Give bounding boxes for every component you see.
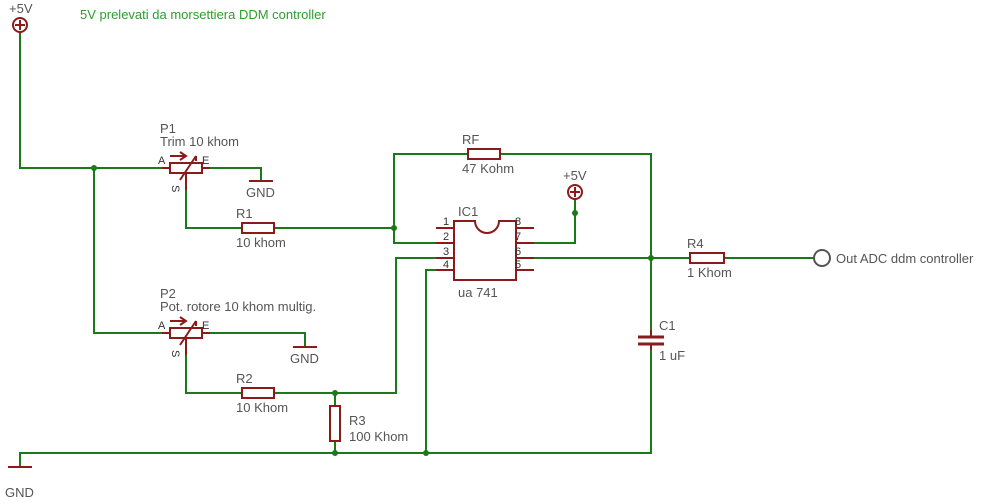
capacitor-c1: C1 1 uF [638, 318, 685, 363]
ic1-pin-4: 4 [443, 259, 449, 271]
wire-pin4 [425, 269, 437, 454]
wire-p2-wiper [185, 354, 243, 394]
p2-pin-e: E [202, 320, 209, 332]
ground-symbol-p1: GND [246, 180, 275, 200]
junction-pin4-gnd [423, 450, 429, 456]
ic1-pin-6: 6 [515, 246, 521, 258]
r1-name: R1 [236, 206, 253, 221]
p1-pin-a: A [158, 155, 166, 167]
ic1-opamp: IC1 ua 741 1 2 3 4 8 7 6 5 [436, 204, 534, 300]
resistor-r3: R3 100 Khom [329, 405, 408, 444]
ground-symbol-main: GND [5, 466, 34, 500]
wire-p2-gnd [209, 332, 306, 348]
wire-p1-wiper [185, 189, 243, 229]
p1-pin-e: E [202, 155, 209, 167]
wire-pin7 [519, 212, 576, 244]
p2-value: Pot. rotore 10 khom multig. [160, 299, 316, 314]
junction-inverting [391, 225, 397, 231]
junctions [91, 165, 654, 456]
wire-supply-rail [19, 32, 163, 169]
wire-rf-left [393, 153, 469, 229]
c1-value: 1 uF [659, 348, 685, 363]
p2-name: P2 [160, 286, 176, 301]
junction-r3-gnd [332, 450, 338, 456]
wire-rf-right [499, 153, 652, 259]
ground-label-main: GND [5, 485, 34, 500]
output-terminal: Out ADC ddm controller [813, 249, 974, 267]
r3-value: 100 Khom [349, 429, 408, 444]
ground-label-p1: GND [246, 185, 275, 200]
ground-label-p2: GND [290, 351, 319, 366]
wire-pin2 [393, 227, 437, 244]
supply-symbol-1: +5V [9, 1, 33, 33]
title-note: 5V prelevati da morsettiera DDM controll… [80, 7, 326, 22]
p2-pin-a: A [158, 320, 166, 332]
wire-pin3 [334, 257, 437, 394]
resistor-r2: R2 10 Khom [236, 371, 288, 415]
r3-name: R3 [349, 413, 366, 428]
supply-label-2: +5V [563, 168, 587, 183]
r2-value: 10 Khom [236, 400, 288, 415]
p1-value: Trim 10 khom [160, 134, 239, 149]
ground-symbol-p2: GND [290, 346, 319, 366]
r4-value: 1 Khom [687, 265, 732, 280]
ic1-pin-7: 7 [515, 231, 521, 243]
potentiometer-p2: P2 Pot. rotore 10 khom multig. A E S [158, 286, 316, 357]
resistor-rf: RF 47 Kohm [462, 132, 514, 176]
r4-name: R4 [687, 236, 704, 251]
junction-vcc2 [572, 210, 578, 216]
ic1-pin-1: 1 [443, 216, 449, 228]
r1-value: 10 khom [236, 235, 286, 250]
junction-supply [91, 165, 97, 171]
junction-output [648, 255, 654, 261]
supply-label-1: +5V [9, 1, 33, 16]
wire-p1-gnd [209, 167, 262, 182]
c1-name: C1 [659, 318, 676, 333]
output-label: Out ADC ddm controller [836, 251, 974, 266]
p1-pin-s: S [169, 185, 181, 192]
supply-symbol-2: +5V [563, 168, 587, 200]
wires [19, 32, 815, 468]
potentiometer-p1: P1 Trim 10 khom A E S [158, 121, 239, 192]
resistor-r4: R4 1 Khom [687, 236, 732, 280]
ic1-pin-5: 5 [515, 259, 521, 271]
resistor-r1: R1 10 khom [236, 206, 286, 250]
rf-name: RF [462, 132, 479, 147]
r2-name: R2 [236, 371, 253, 386]
ic1-pin-8: 8 [515, 216, 521, 228]
junction-r2-r3 [332, 390, 338, 396]
wire-ground-rail [19, 452, 652, 468]
ic1-pin-3: 3 [443, 246, 449, 258]
p1-name: P1 [160, 121, 176, 136]
p2-pin-s: S [169, 350, 181, 357]
ic1-name: IC1 [458, 204, 478, 219]
ic1-pin-2: 2 [443, 231, 449, 243]
ic1-value: ua 741 [458, 285, 498, 300]
rf-value: 47 Kohm [462, 161, 514, 176]
